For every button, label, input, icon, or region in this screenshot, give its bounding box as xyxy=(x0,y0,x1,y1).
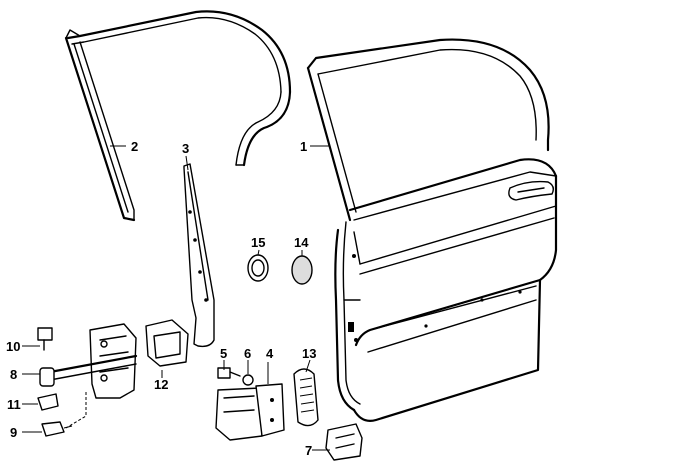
part-15-plug xyxy=(247,254,269,282)
callout-8: 8 xyxy=(10,367,17,382)
part-13-seal-strip xyxy=(293,368,319,427)
callout-10: 10 xyxy=(6,339,20,354)
part-7-plate xyxy=(325,423,363,461)
callout-7: 7 xyxy=(305,443,312,458)
part-1-rear-door xyxy=(306,38,558,422)
callout-labels: 1 2 3 4 5 6 7 8 9 10 11 12 13 14 15 xyxy=(6,139,316,458)
part-3-guide-rail xyxy=(183,163,215,348)
callout-9: 9 xyxy=(10,425,17,440)
callout-1: 1 xyxy=(300,139,307,154)
part-check-strap xyxy=(37,323,138,437)
callout-3: 3 xyxy=(182,141,189,156)
leader-lines xyxy=(22,145,330,451)
part-4-hinge xyxy=(215,383,285,441)
part-6-washer xyxy=(242,374,254,386)
callout-13: 13 xyxy=(302,346,316,361)
callout-5: 5 xyxy=(220,346,227,361)
part-5-screw xyxy=(217,367,241,379)
part-14-plug xyxy=(291,255,313,285)
callout-12: 12 xyxy=(154,377,168,392)
callout-15: 15 xyxy=(251,235,265,250)
callout-11: 11 xyxy=(7,397,21,412)
part-12-seal xyxy=(145,319,189,367)
part-2-window-channel xyxy=(64,10,292,222)
callout-6: 6 xyxy=(244,346,251,361)
callout-2: 2 xyxy=(131,139,138,154)
callout-4: 4 xyxy=(266,346,274,361)
callout-14: 14 xyxy=(294,235,309,250)
